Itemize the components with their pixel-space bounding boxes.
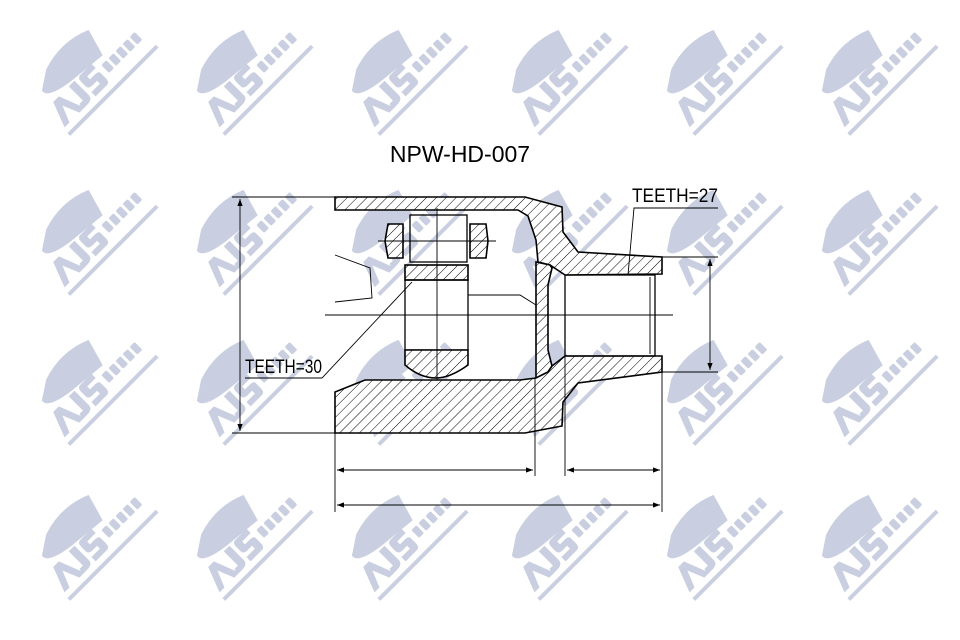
part-number-title: NPW-HD-007 [390,141,530,167]
ajs-parts-watermark [511,29,629,136]
roller-bottom [404,349,469,379]
shaft-bore [564,274,656,357]
ajs-parts-watermark [511,494,629,601]
ajs-parts-watermark [41,189,159,296]
ajs-parts-watermark [821,339,939,446]
ajs-parts-watermark [821,494,939,601]
ajs-parts-watermark [351,494,469,601]
ajs-parts-watermark [41,29,159,136]
ajs-parts-watermark [666,494,784,601]
ajs-parts-watermark [666,189,784,296]
ajs-parts-watermark [41,494,159,601]
teeth-27-label: TEETH=27 [632,186,718,207]
teeth-30-label: TEETH=30 [245,357,322,378]
housing-end-wall [535,261,553,380]
ajs-parts-watermark [41,339,159,446]
ajs-parts-watermark [666,339,784,446]
trunnion-top [409,214,468,263]
ajs-parts-watermark [821,29,939,136]
needle-bearing [404,264,469,281]
ajs-parts-watermark [196,29,314,136]
ajs-parts-watermark [351,29,469,136]
joint-cross-section [325,196,673,434]
ajs-parts-watermark [821,189,939,296]
ajs-parts-watermark [196,189,314,296]
watermark-layer [41,29,939,601]
ajs-parts-watermark [196,494,314,601]
dimensions [232,196,718,512]
ajs-parts-watermark [666,29,784,136]
